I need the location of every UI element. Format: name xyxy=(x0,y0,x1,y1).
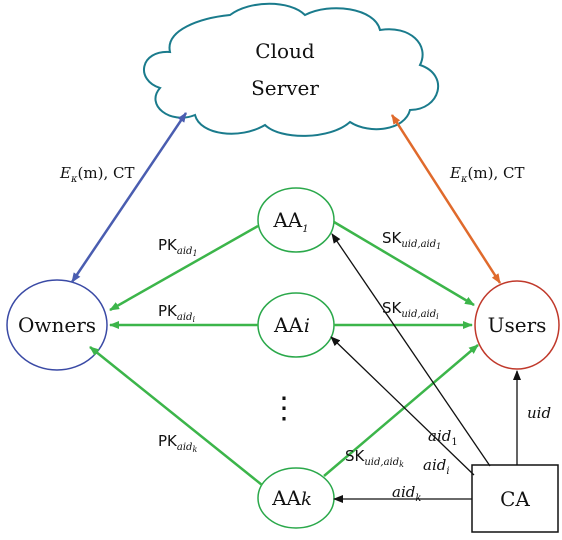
ca-aa1-arrow xyxy=(331,233,491,467)
ca-aai-arrow xyxy=(330,336,475,476)
pkk-label: PKaidk xyxy=(158,432,197,454)
aak-label: AAk xyxy=(271,486,312,510)
aa1-node xyxy=(257,187,335,253)
users-node xyxy=(474,280,560,370)
user-cloud-arrow xyxy=(390,114,502,284)
aak-owners-arrow xyxy=(89,346,263,486)
cloud-label-line1: Cloud xyxy=(255,39,315,63)
cloud-label-line2: Server xyxy=(251,76,319,100)
ca-node xyxy=(471,464,559,533)
aa1-users-arrow xyxy=(333,220,475,307)
aai-label: AAi xyxy=(273,313,310,337)
vertical-ellipsis: ⋮ xyxy=(269,391,299,426)
aa1-label: AA1 xyxy=(272,208,308,235)
owners-node xyxy=(6,279,108,371)
sk1-label: SKuid,aid1 xyxy=(382,229,441,251)
pki-label: PKaidi xyxy=(158,302,195,324)
ca-label: CA xyxy=(500,487,530,511)
users-label: Users xyxy=(488,313,547,337)
aa1-owners-arrow xyxy=(109,224,259,312)
ski-label: SKuid,aidi xyxy=(382,299,439,321)
aak-users-arrow xyxy=(323,344,479,477)
skk-label: SKuid,aidk xyxy=(345,447,404,469)
aidk-label: aidk xyxy=(392,483,421,504)
uid-label: uid xyxy=(527,404,551,422)
owner-cloud-arrow xyxy=(70,112,188,283)
cloud-server-shape xyxy=(143,2,440,137)
aidi-label: aidi xyxy=(423,456,450,477)
owner-cloud-label: Eκ(m), CT xyxy=(59,164,134,185)
user-cloud-label: Eκ(m), CT xyxy=(449,164,524,185)
aid1-label: aid1 xyxy=(428,427,458,448)
pk1-label: PKaid1 xyxy=(158,236,198,258)
owners-label: Owners xyxy=(18,313,96,337)
